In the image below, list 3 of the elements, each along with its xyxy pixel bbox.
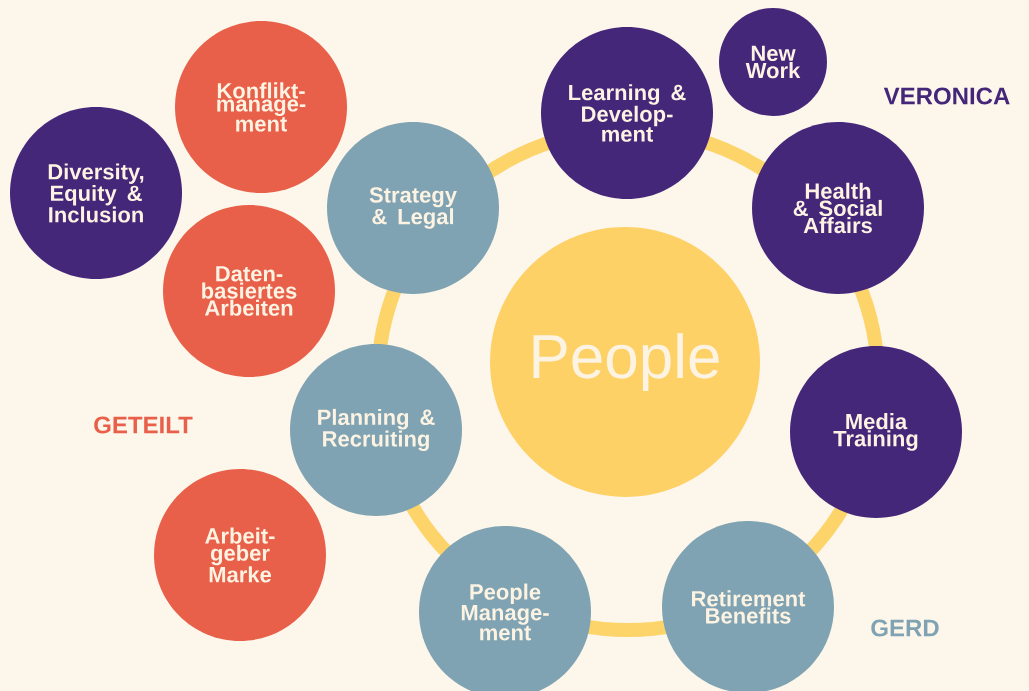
group-label: GETEILT xyxy=(94,416,193,434)
group-label: GERD xyxy=(871,619,939,637)
group-label: VERONICA xyxy=(883,87,1010,105)
